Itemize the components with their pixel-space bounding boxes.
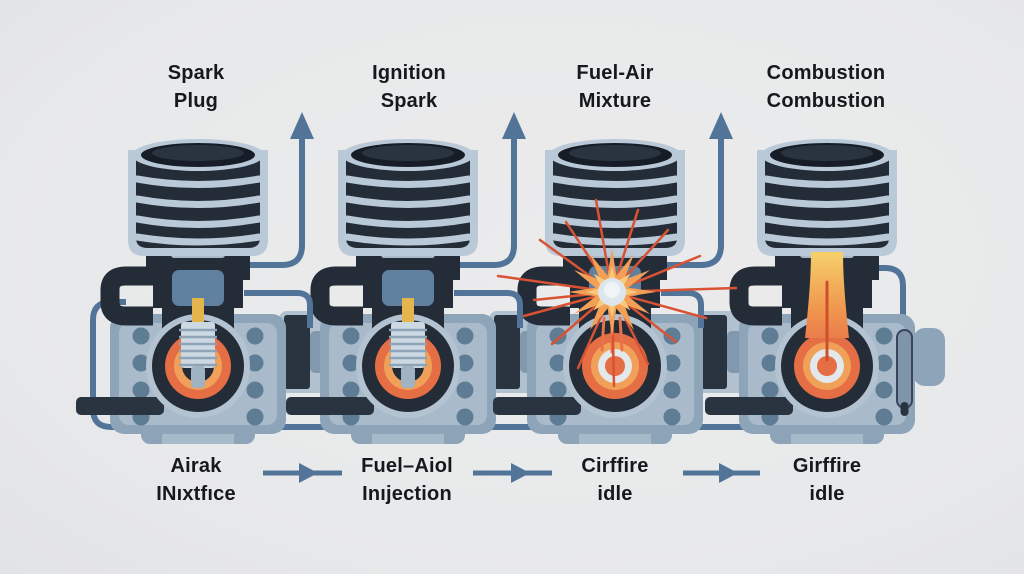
- bottom-flow-arrows: [263, 463, 760, 483]
- stage-top-label-2: Ignition Spark: [372, 62, 446, 112]
- stage-bottom-label-4: Girffire idle: [792, 455, 862, 505]
- cylinder-2-ignition: [286, 139, 496, 444]
- stage-top-label-4: Combustion Combustion: [766, 62, 886, 112]
- up-arrow-icon-3: [709, 112, 733, 139]
- right-arrow-icon-1: [299, 463, 318, 483]
- block-pipe-stubs: [244, 290, 704, 328]
- spark-burst-icon: [496, 198, 738, 388]
- stage-top-label-1: Spark Plug: [167, 62, 225, 112]
- cylinder-4-combustion: [705, 139, 915, 444]
- right-end-tab: [913, 328, 945, 386]
- stage-bottom-label-1: Airak INıxtfıce: [156, 455, 236, 505]
- right-arrow-icon-3: [719, 463, 738, 483]
- stage-bottom-label-2: Fuel–Aiol Inıjection: [361, 455, 453, 505]
- up-arrow-icon-2: [502, 112, 526, 139]
- dipstick-tube: [896, 329, 913, 416]
- stage-top-label-3: Fuel-Air Mixture: [576, 62, 654, 112]
- up-arrow-icon-1: [290, 112, 314, 139]
- stage-bottom-label-3: Cirffire idle: [581, 455, 649, 505]
- right-arrow-icon-2: [511, 463, 530, 483]
- cylinder-1-spark-plug: [76, 139, 286, 444]
- connection-pipes: [90, 112, 906, 430]
